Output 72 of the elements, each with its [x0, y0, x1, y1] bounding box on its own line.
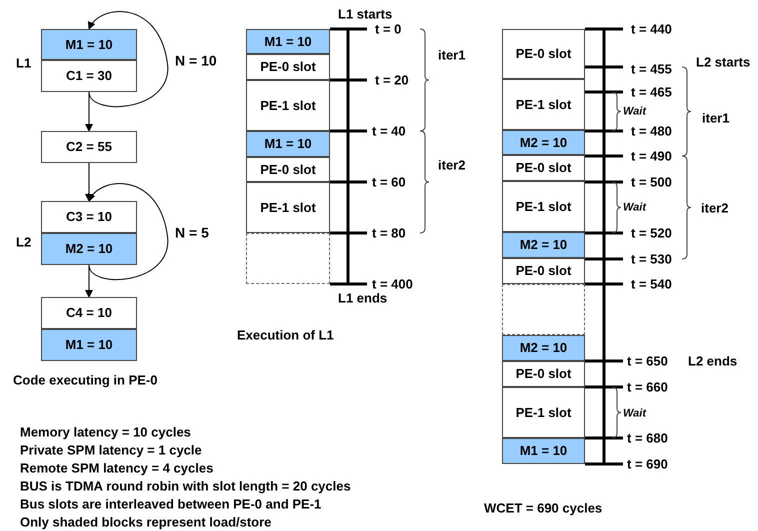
- code-block: C3 = 10: [41, 201, 137, 233]
- memory-access-block: M1 = 10: [41, 29, 137, 60]
- arrow: [85, 162, 93, 202]
- time-label: t = 660: [627, 380, 668, 394]
- caption: Execution of L1: [237, 328, 334, 342]
- time-label: t = 690: [627, 458, 668, 470]
- memory-access-block: M2 = 10: [502, 335, 585, 361]
- time-label: t = 520: [631, 226, 672, 240]
- iteration-label: iter1: [702, 112, 730, 124]
- code-block: PE-1 slot: [502, 387, 585, 438]
- code-block: PE-0 slot: [246, 157, 330, 182]
- note-text: Memory latency = 10 cycles: [20, 426, 191, 438]
- time-label: t = 80: [372, 226, 406, 240]
- time-label: t = 440: [631, 22, 672, 36]
- time-label: t = 500: [631, 176, 672, 188]
- code-block: C1 = 30: [41, 60, 137, 92]
- code-block: PE-1 slot: [502, 181, 585, 232]
- time-label: t = 455: [631, 62, 672, 76]
- iteration-label: iter2: [438, 158, 466, 172]
- iteration-label: iter2: [701, 202, 728, 214]
- code-block: C4 = 10: [41, 297, 137, 329]
- note-text: Private SPM latency = 1 cycle: [20, 444, 202, 456]
- caption: WCET = 690 cycles: [484, 502, 602, 514]
- group-label: L1: [16, 56, 32, 70]
- timeline-label: L2 starts: [696, 56, 750, 68]
- timeline-label: L1 starts: [338, 8, 392, 20]
- note-text: Remote SPM latency = 4 cycles: [20, 462, 214, 474]
- memory-access-block: M2 = 10: [502, 232, 585, 258]
- note-text: Bus slots are interleaved between PE-0 and PE-1: [20, 498, 322, 510]
- empty-slot-box: [246, 233, 330, 284]
- time-label: t = 680: [627, 432, 668, 444]
- time-label: t = 490: [631, 150, 672, 162]
- code-block: PE-0 slot: [502, 29, 585, 79]
- time-label: t = 530: [631, 252, 672, 266]
- memory-access-block: M2 = 10: [502, 130, 585, 155]
- code-block: PE-0 slot: [502, 155, 585, 181]
- code-block: PE-0 slot: [502, 258, 585, 284]
- caption: Code executing in PE-0: [13, 374, 158, 386]
- time-label: t = 60: [372, 176, 406, 188]
- note-text: BUS is TDMA round robin with slot length = 20 cycles: [20, 480, 351, 492]
- time-label: t = 400: [372, 278, 413, 290]
- arrow: [88, 183, 168, 280]
- note-text: Only shaded blocks represent load/store: [20, 516, 272, 528]
- time-label: t = 480: [631, 124, 672, 138]
- empty-slot-box: [502, 284, 585, 335]
- wait-label: Wait: [623, 202, 646, 214]
- arrow: [85, 92, 93, 132]
- memory-access-block: M1 = 10: [246, 131, 330, 157]
- wait-label: Wait: [623, 408, 646, 420]
- memory-access-block: M1 = 10: [41, 329, 137, 361]
- time-label: t = 540: [631, 278, 672, 290]
- timeline-label: L1 ends: [338, 292, 388, 304]
- code-block: PE-0 slot: [246, 54, 330, 80]
- wait-label: Wait: [623, 106, 646, 118]
- timeline-label: L2 ends: [688, 354, 738, 368]
- memory-access-block: M1 = 10: [502, 438, 585, 464]
- time-label: t = 20: [375, 74, 409, 86]
- time-label: t = 650: [627, 354, 668, 368]
- code-block: PE-1 slot: [502, 79, 585, 130]
- memory-access-block: M2 = 10: [41, 233, 137, 265]
- memory-access-block: M1 = 10: [246, 29, 330, 54]
- time-label: t = 0: [375, 22, 402, 36]
- code-block: C2 = 55: [41, 131, 137, 163]
- arrow: [85, 264, 93, 298]
- code-block: PE-0 slot: [502, 361, 585, 387]
- code-block: PE-1 slot: [246, 182, 330, 233]
- iteration-label: iter1: [438, 48, 466, 62]
- time-label: t = 40: [372, 124, 406, 138]
- arrow: [88, 11, 168, 107]
- code-block: PE-1 slot: [246, 80, 330, 131]
- time-label: t = 465: [631, 86, 672, 98]
- group-label: L2: [16, 236, 32, 248]
